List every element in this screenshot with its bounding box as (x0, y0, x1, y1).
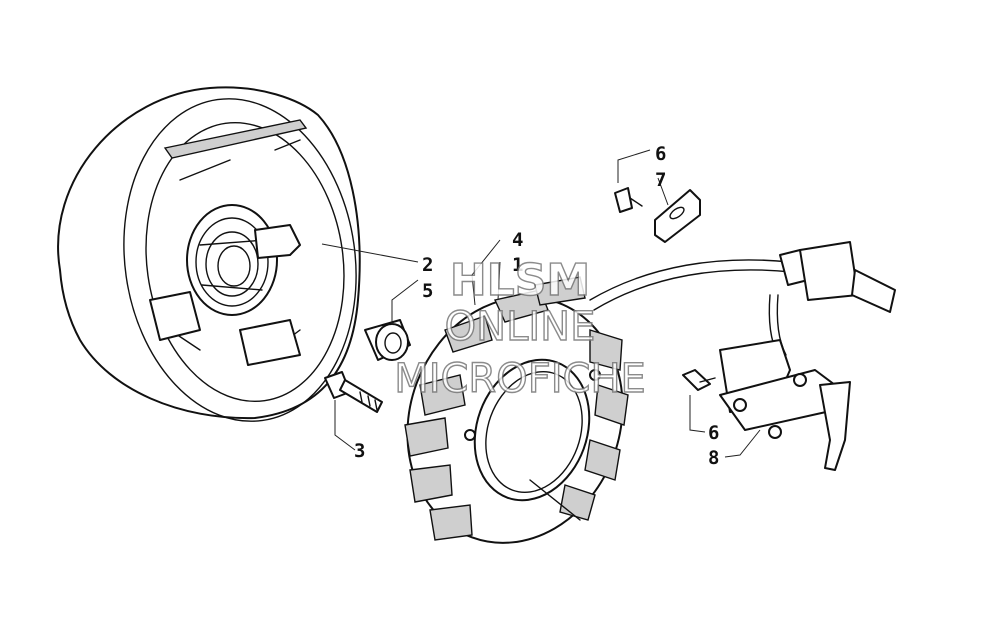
watermark-line-2: ONLINE (445, 304, 596, 350)
bolt (324, 371, 383, 413)
screw-upper (614, 187, 643, 213)
callout-1: 1 (512, 254, 523, 276)
callout-3: 3 (354, 440, 365, 462)
callout-5: 5 (422, 280, 433, 302)
callout-6-top: 6 (655, 143, 666, 165)
pickup-bracket (719, 339, 851, 471)
callout-7: 7 (655, 169, 666, 191)
leader-lines (321, 149, 761, 458)
screw-lower (682, 369, 716, 391)
watermark-line-3: MICROFICHE (394, 356, 646, 402)
retainer-plate (654, 189, 701, 243)
watermark-line-1: HLSM (450, 255, 590, 306)
watermark: HLSM ONLINE MICROFICHE (393, 254, 646, 402)
nut (364, 319, 411, 361)
callout-4: 4 (512, 229, 523, 251)
callout-6-bottom: 6 (708, 422, 719, 444)
flywheel (57, 86, 361, 422)
stator (404, 276, 629, 544)
callout-2: 2 (422, 254, 433, 276)
wire-harness (589, 241, 896, 356)
callout-8: 8 (708, 447, 719, 469)
